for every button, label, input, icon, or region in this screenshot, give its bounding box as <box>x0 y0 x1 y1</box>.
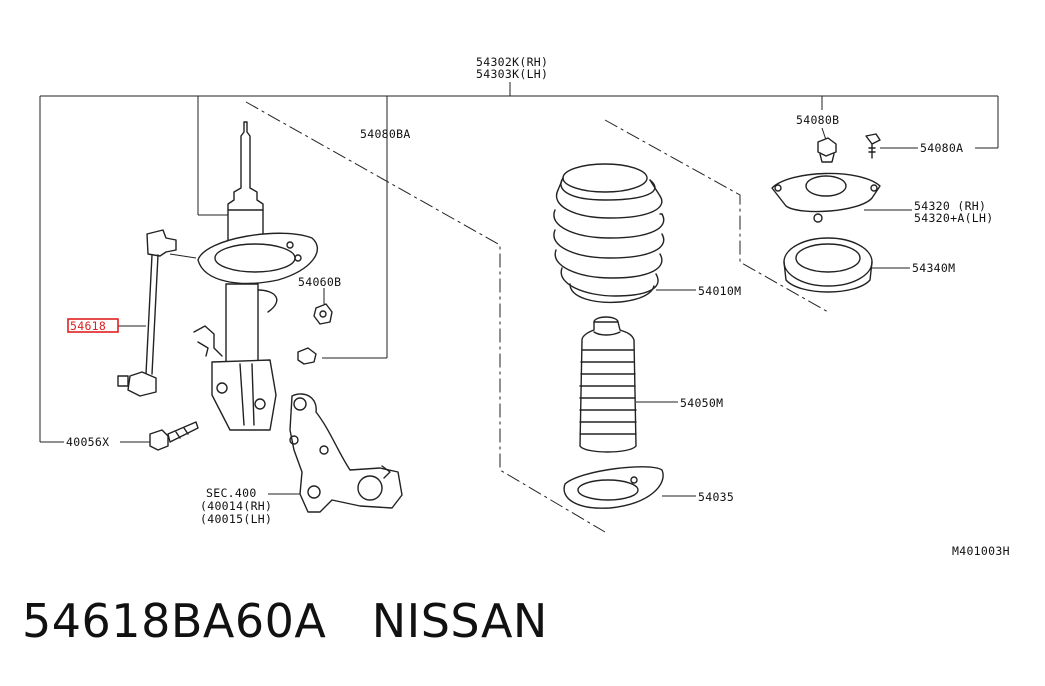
caption-spacer <box>326 594 371 648</box>
leader-lines <box>118 147 918 497</box>
coil-spring <box>553 163 665 304</box>
nut-54060b <box>313 303 333 325</box>
bound-bumper <box>579 316 637 453</box>
label-54010m: 54010M <box>698 284 741 298</box>
strut-mount <box>771 172 881 223</box>
caption-brand: NISSAN <box>371 594 548 648</box>
alignment-lines <box>245 101 829 533</box>
figure-code: M401003H <box>952 544 1010 558</box>
part-caption: 54618BA60A NISSAN <box>22 598 548 644</box>
nut-54080b <box>817 137 837 163</box>
label-54320-rh: 54320 (RH) <box>914 199 986 213</box>
label-54080a: 54080A <box>920 141 963 155</box>
label-sec-rh: (40014(RH) <box>200 499 272 513</box>
highlight-box <box>67 318 119 333</box>
caption-part-number: 54618BA60A <box>22 594 327 648</box>
assembly-bracket <box>39 82 999 443</box>
stabilizer-link <box>117 229 177 397</box>
bolt-54080a <box>865 133 881 159</box>
label-54050m: 54050M <box>680 396 723 410</box>
bolt-40056x <box>149 421 199 451</box>
strut-bearing <box>783 237 873 293</box>
label-54035: 54035 <box>698 490 734 504</box>
label-54080b: 54080B <box>796 113 839 127</box>
label-assembly-lh: 54303K(LH) <box>476 67 548 81</box>
label-40056x: 40056X <box>66 435 109 449</box>
label-54320-lh: 54320+A(LH) <box>914 211 993 225</box>
steering-knuckle <box>289 393 403 513</box>
lower-spring-seat <box>563 466 664 509</box>
label-sec-lh: (40015(LH) <box>200 512 272 526</box>
part-labels: 54302K(RH) 54303K(LH) 54080BA 54060B 546… <box>66 55 1010 558</box>
label-54060b: 54060B <box>298 275 341 289</box>
nut-small <box>297 347 317 365</box>
label-54618[interactable]: 54618 <box>70 319 106 333</box>
label-sec-400: SEC.400 <box>206 486 257 500</box>
strut-assembly <box>193 121 318 431</box>
label-54080ba: 54080BA <box>360 127 411 141</box>
label-54340m: 54340M <box>912 261 955 275</box>
label-assembly-rh: 54302K(RH) <box>476 55 548 69</box>
